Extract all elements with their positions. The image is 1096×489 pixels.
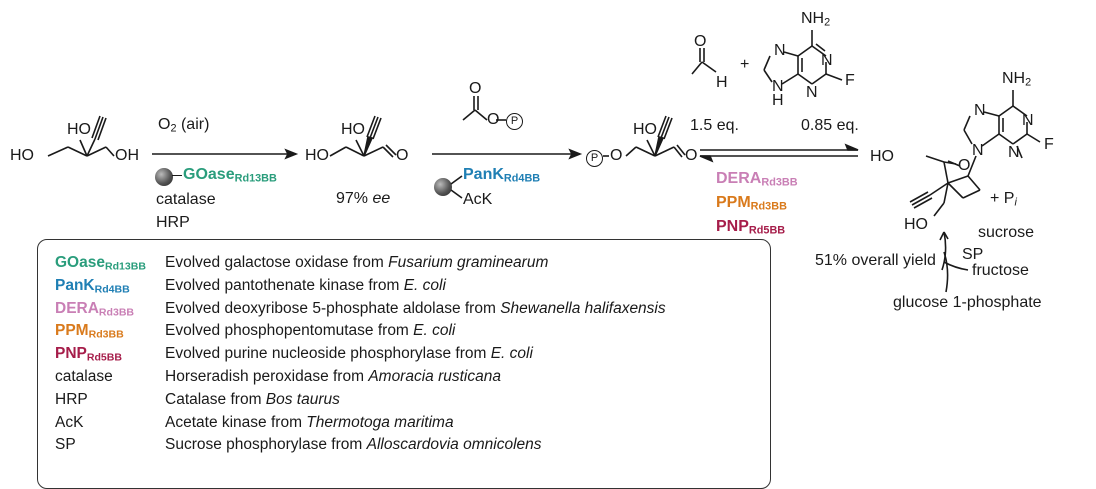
atom-ho-left: HO xyxy=(10,147,34,164)
legend-description: Evolved purine nucleoside phosphorylase … xyxy=(165,345,533,363)
molecule-aldehyde-bonds xyxy=(329,115,397,158)
phosphate-group-acetyl: P xyxy=(506,111,523,130)
atom-ho-product: HO xyxy=(870,148,894,165)
atom-n9-adenine: N xyxy=(772,78,784,95)
step2-enzyme: PanKRd4BB xyxy=(463,166,541,185)
atom-f-product: F xyxy=(1044,136,1054,153)
bead-linker xyxy=(172,175,182,176)
legend-abbreviation: GOaseRd13BB xyxy=(55,254,146,273)
overall-yield: 51% overall yield xyxy=(815,252,936,269)
side-sucrose: sucrose xyxy=(978,224,1035,241)
enantiomeric-excess: 97% ee xyxy=(336,190,391,207)
eq-acetaldehyde: 1.5 eq. xyxy=(690,117,739,134)
step3-enzyme-dera: DERARd3BB xyxy=(716,170,798,189)
legend-abbreviation: HRP xyxy=(55,390,88,408)
atom-h-n9-adenine: H xyxy=(772,92,784,109)
enzyme-bead-icon xyxy=(155,168,173,186)
atom-o-acetaldehyde: O xyxy=(694,33,707,50)
atom-nh2-adenine: NH2 xyxy=(801,10,831,29)
fluoroadenine-bonds xyxy=(763,30,843,85)
atom-f-adenine: F xyxy=(845,72,855,89)
atom-o-aldehyde-3: O xyxy=(685,147,698,164)
legend-abbreviation: AcK xyxy=(55,413,84,431)
legend-abbreviation: catalase xyxy=(55,368,113,385)
equilibrium-arrows xyxy=(699,143,859,163)
legend-description: Evolved phosphopentomutase from E. coli xyxy=(165,322,456,340)
acetaldehyde-bonds xyxy=(691,48,717,75)
atom-h-acetaldehyde: H xyxy=(716,74,728,91)
legend-abbreviation: PNPRd5BB xyxy=(55,345,122,364)
plus-sign: + xyxy=(740,56,750,73)
atom-o-ring-product: O xyxy=(958,157,971,174)
atom-o-acetyl-carbonyl: O xyxy=(469,80,482,97)
atom-o-phosphate-ester: O xyxy=(610,147,623,164)
atom-ho-left-2: HO xyxy=(305,147,329,164)
atom-n3-adenine: N xyxy=(806,84,818,101)
atom-o-aldehyde-2: O xyxy=(396,147,409,164)
legend-abbreviation: DERARd3BB xyxy=(55,299,135,319)
atom-n3-product: N xyxy=(1008,144,1020,161)
scheme-bonds xyxy=(47,30,1041,293)
arrow-step2 xyxy=(432,148,583,160)
side-plus-pi: + Pi xyxy=(990,190,1017,209)
enzyme-legend: GOaseRd13BB Evolved galactose oxidase fro… xyxy=(37,239,771,489)
sp-cycle-arrows xyxy=(939,231,969,293)
step2-cofactor: AcK xyxy=(463,191,493,208)
atom-n7-product: N xyxy=(974,102,986,119)
step3-enzyme-ppm: PPMRd3BB xyxy=(716,194,787,213)
legend-description: Evolved deoxyribose 5-phosphate aldolase… xyxy=(165,299,666,317)
legend-description: Catalase from Bos taurus xyxy=(165,390,340,408)
atom-ho-center-2: HO xyxy=(341,121,365,138)
step1-cofactor-hrp: HRP xyxy=(156,214,190,231)
atom-n9-product: N xyxy=(972,142,984,159)
enzyme-bead-icon-2 xyxy=(434,178,452,196)
phosphate-group-product: P xyxy=(586,148,603,167)
atom-nh2-product: NH2 xyxy=(1002,70,1032,89)
atom-oh-right: OH xyxy=(115,147,139,164)
legend-description: Acetate kinase from Thermotoga maritima xyxy=(165,413,454,431)
legend-description: Horseradish peroxidase from Amoracia rus… xyxy=(165,368,501,385)
side-glucose-1-phosphate: glucose 1-phosphate xyxy=(893,294,1042,311)
eq-fluoroadenine: 0.85 eq. xyxy=(801,117,859,134)
legend-abbreviation: PanKRd4BB xyxy=(55,276,130,296)
acetyl-phosphate-bonds xyxy=(462,96,506,121)
atom-o-acetyl-ester: O xyxy=(487,111,500,128)
molecule-triol-bonds xyxy=(47,115,115,157)
step1-cofactor-catalase: catalase xyxy=(156,191,216,208)
atom-n1-adenine: N xyxy=(821,52,833,69)
step1-reagent: O2 (air) xyxy=(158,116,210,135)
atom-n1-product: N xyxy=(1022,112,1034,129)
legend-abbreviation: SP xyxy=(55,436,76,454)
step3-enzyme-pnp: PNPRd5BB xyxy=(716,218,786,237)
molecule-phosphate-bonds xyxy=(603,115,686,158)
step1-enzyme: GOaseRd13BB xyxy=(183,166,277,185)
legend-description: Evolved galactose oxidase from Fusarium … xyxy=(165,254,549,271)
nucleoside-bonds xyxy=(909,90,1041,217)
arrow-step1 xyxy=(152,148,299,160)
legend-description: Sucrose phosphorylase from Alloscardovia… xyxy=(165,436,542,454)
bead2-linkers xyxy=(450,175,463,199)
atom-ho-center: HO xyxy=(67,121,91,138)
legend-description: Evolved pantothenate kinase from E. coli xyxy=(165,276,446,294)
atom-ho-center-3: HO xyxy=(633,121,657,138)
legend-abbreviation: PPMRd3BB xyxy=(55,322,124,342)
atom-ho-3prime-product: HO xyxy=(904,216,928,233)
side-sp-enzyme: SP xyxy=(962,246,984,263)
atom-n7-adenine: N xyxy=(774,42,786,59)
side-fructose: fructose xyxy=(972,262,1029,279)
